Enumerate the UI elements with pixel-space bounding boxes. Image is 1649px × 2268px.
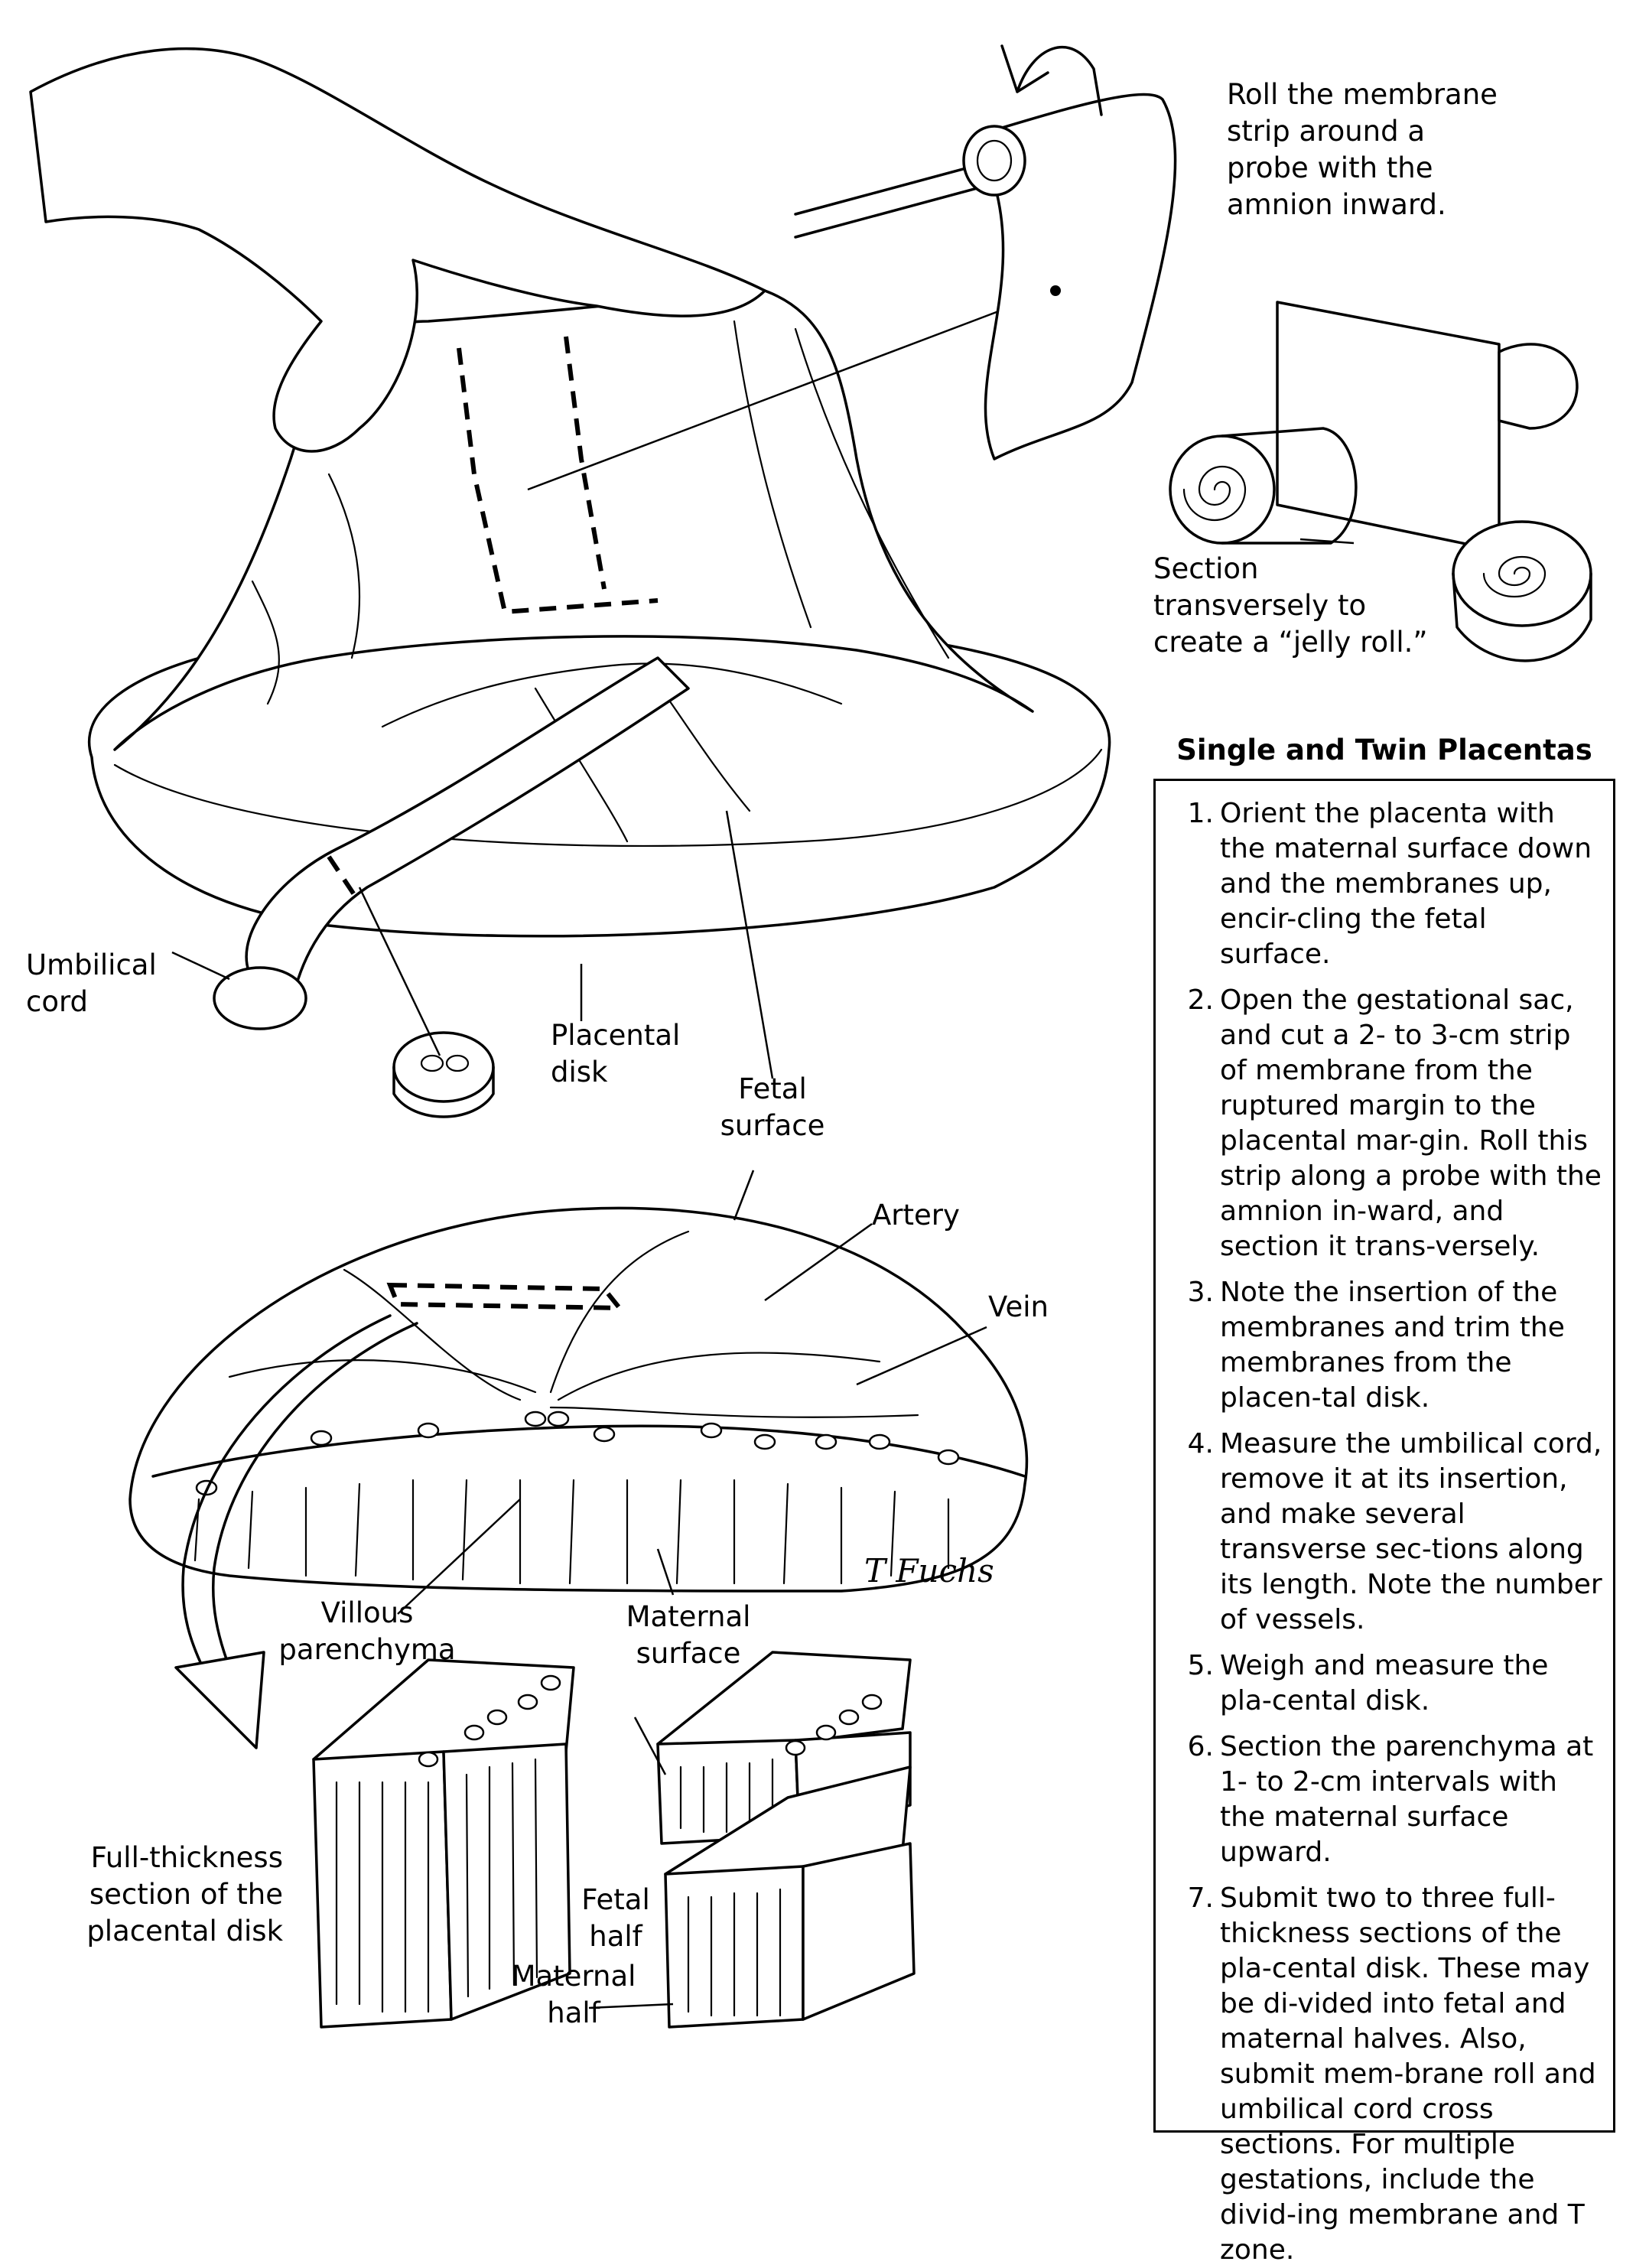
step-text: Measure the umbilical cord, remove it at… [1220, 1427, 1602, 1638]
step-item: 2.Open the gestational sac, and cut a 2-… [1169, 983, 1602, 1264]
label-maternal-half: Maternal half [505, 1958, 642, 2032]
label-roll-membrane: Roll the membrane strip around a probe w… [1227, 76, 1548, 223]
step-text: Orient the placenta with the maternal su… [1220, 796, 1602, 972]
step-number: 6. [1169, 1729, 1220, 1870]
label-villous-parenchyma: Villous parenchyma [275, 1595, 459, 1668]
step-number: 1. [1169, 796, 1220, 972]
step-text: Section the parenchyma at 1- to 2-cm int… [1220, 1729, 1602, 1870]
step-item: 1.Orient the placenta with the maternal … [1169, 796, 1602, 972]
steps-panel: 1.Orient the placenta with the maternal … [1153, 779, 1615, 2133]
label-fetal-half: Fetal half [566, 1882, 665, 1955]
diagram-canvas: Roll the membrane strip around a probe w… [0, 0, 1649, 2148]
step-text: Note the insertion of the membranes and … [1220, 1275, 1602, 1416]
step-text: Weigh and measure the pla-cental disk. [1220, 1648, 1602, 1719]
step-number: 7. [1169, 1881, 1220, 2268]
step-item: 5.Weigh and measure the pla-cental disk. [1169, 1648, 1602, 1719]
step-text: Submit two to three full-thickness secti… [1220, 1881, 1602, 2268]
step-item: 6.Section the parenchyma at 1- to 2-cm i… [1169, 1729, 1602, 1870]
step-item: 3.Note the insertion of the membranes an… [1169, 1275, 1602, 1416]
step-number: 2. [1169, 983, 1220, 1264]
label-fetal-surface: Fetal surface [704, 1071, 841, 1144]
label-full-thickness: Full-thickness section of the placental … [61, 1840, 283, 1950]
step-item: 7.Submit two to three full-thickness sec… [1169, 1881, 1602, 2268]
step-number: 3. [1169, 1275, 1220, 1416]
step-number: 4. [1169, 1427, 1220, 1638]
steps-title: Single and Twin Placentas [1153, 733, 1615, 768]
artist-signature: T Fuchs [864, 1553, 1017, 1590]
cord-cross-section [394, 1033, 493, 1117]
label-section-transversely: Section transversely to create a “jelly … [1153, 551, 1475, 661]
membrane-roll-drawing [795, 46, 1176, 459]
step-text: Open the gestational sac, and cut a 2- t… [1220, 983, 1602, 1264]
label-vein: Vein [988, 1289, 1080, 1326]
label-placental-disk: Placental disk [551, 1017, 719, 1091]
label-umbilical-cord: Umbilical cord [26, 947, 194, 1020]
step-number: 5. [1169, 1648, 1220, 1719]
label-maternal-surface: Maternal surface [612, 1599, 765, 1672]
step-item: 4.Measure the umbilical cord, remove it … [1169, 1427, 1602, 1638]
label-artery: Artery [872, 1197, 994, 1234]
